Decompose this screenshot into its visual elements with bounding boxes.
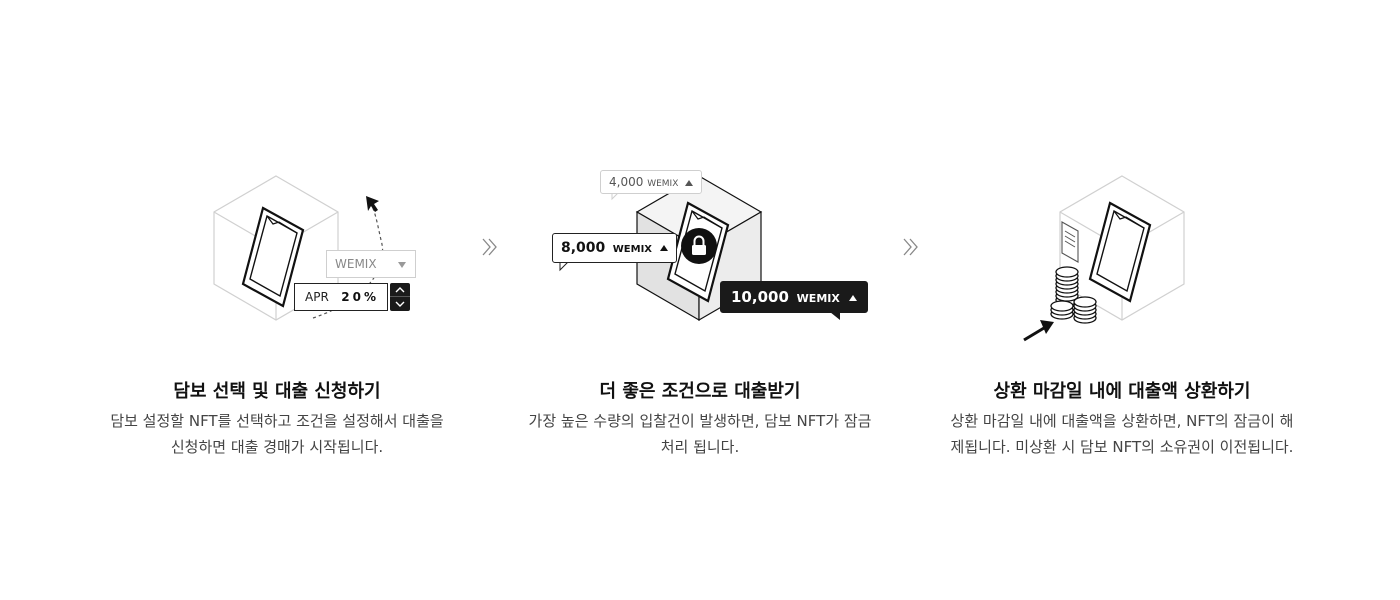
lock-icon: [681, 228, 717, 264]
step-title: 상환 마감일 내에 대출액 상환하기: [993, 381, 1251, 402]
step-title: 더 좋은 조건으로 대출받기: [599, 381, 801, 402]
triangle-up-icon: [660, 245, 669, 251]
coin-stack-icon: [1050, 266, 1097, 324]
stepper-up-button[interactable]: [390, 283, 410, 297]
bid-tag-mid: 8,000 WEMIX: [552, 233, 678, 263]
step-description-line: 제됩니다. 미상환 시 담보 NFT의 소유권이 이전됩니다.: [950, 438, 1294, 456]
currency-select-value: WEMIX: [335, 257, 377, 271]
step-description-line: 담보 설정할 NFT를 선택하고 조건을 설정해서 대출을: [110, 412, 444, 430]
step-description-line: 처리 됩니다.: [660, 438, 740, 456]
apr-value: 20%: [341, 290, 379, 304]
nft-card-icon: [1088, 201, 1152, 303]
step-description: 담보 설정할 NFT를 선택하고 조건을 설정해서 대출을 신청하면 대출 경매…: [77, 408, 477, 460]
step-description-line: 가장 높은 수량의 입찰건이 발생하면, 담보 NFT가 잠금: [528, 412, 872, 430]
step-title: 담보 선택 및 대출 신청하기: [173, 381, 381, 402]
bid-unit: WEMIX: [796, 292, 840, 305]
arrow-up-right-icon: [1023, 320, 1054, 342]
bid-tag-highest: 10,000 WEMIX: [720, 281, 868, 313]
bid-amount: 10,000: [731, 288, 789, 306]
step-description: 상환 마감일 내에 대출액을 상환하면, NFT의 잠금이 해 제됩니다. 미상…: [922, 408, 1322, 460]
step-apply-loan: WEMIX APR 20% 담보 선택 및 대출 신청하기 담보 설정할 NFT…: [77, 0, 477, 600]
chevron-down-icon: [398, 262, 406, 268]
bid-unit: WEMIX: [612, 244, 652, 255]
triangle-up-icon: [685, 179, 694, 186]
step-description: 가장 높은 수량의 입찰건이 발생하면, 담보 NFT가 잠금 처리 됩니다.: [500, 408, 900, 460]
step-1-illustration: [213, 175, 384, 321]
step-receive-loan: 4,000 WEMIX 8,000 WEMIX 10,000 WEMIX 더 좋…: [500, 0, 900, 600]
chevron-up-icon: [395, 287, 405, 293]
arrow-cursor-icon: [366, 196, 379, 212]
step-description-line: 상환 마감일 내에 대출액을 상환하면, NFT의 잠금이 해: [950, 412, 1294, 430]
bid-tag-low: 4,000 WEMIX: [600, 170, 703, 194]
tag-tail: [830, 312, 840, 320]
double-chevron-right-icon: [482, 238, 497, 256]
chevron-down-icon: [395, 301, 405, 307]
step-3-illustration: [1023, 175, 1185, 342]
double-chevron-right-icon: [903, 238, 918, 256]
step-description-line: 신청하면 대출 경매가 시작됩니다.: [170, 438, 384, 456]
apr-input[interactable]: APR 20%: [294, 283, 388, 311]
bid-amount: 8,000: [561, 240, 606, 256]
triangle-up-icon: [848, 294, 857, 301]
nft-card-icon: [241, 206, 305, 308]
apr-stepper[interactable]: [390, 283, 410, 311]
step-repay-loan: 상환 마감일 내에 대출액 상환하기 상환 마감일 내에 대출액을 상환하면, …: [922, 0, 1322, 600]
bid-amount: 4,000: [609, 175, 644, 189]
document-icon: [1061, 221, 1079, 263]
bid-unit: WEMIX: [647, 179, 679, 189]
currency-select[interactable]: WEMIX: [326, 250, 416, 278]
stepper-down-button[interactable]: [390, 297, 410, 311]
apr-label: APR: [305, 290, 329, 304]
